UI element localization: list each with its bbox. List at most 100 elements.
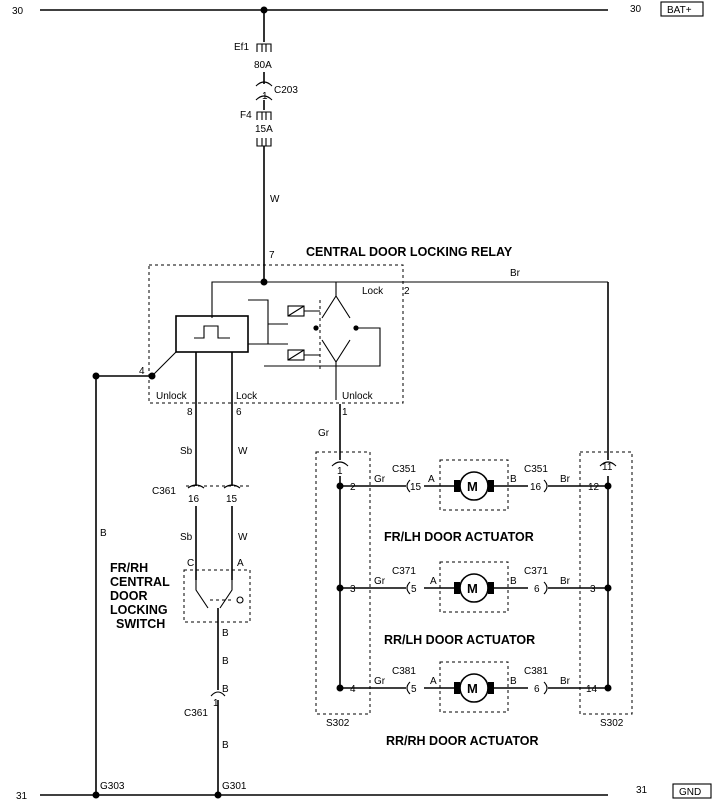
b-wire-switch-label: B [222,656,229,667]
act1-conn-right-label: C351 [524,464,548,475]
relay-lock-label-lower: Lock [236,391,258,402]
relay-lock-label-upper: Lock [362,286,384,297]
switch-label-line5: SWITCH [116,617,165,631]
f4-fuse-symbol-lower [256,138,272,147]
actuator-rr-lh: Gr C371 5 A M B C371 6 Br RR/LH DOOR ACT… [340,561,608,647]
c361-upper-label: C361 [152,486,176,497]
f4-fuse-symbol [256,111,272,120]
relay-pin-2: 2 [404,286,410,297]
relay-unlock-label-right: Unlock [342,391,374,402]
act1-pin-right: 16 [530,482,542,493]
s302-right-boundary [579,451,633,715]
c203-label: C203 [274,85,298,96]
relay-contact-diamond [321,295,351,363]
f4-amp-label: 15A [255,124,273,135]
relay-pin-7: 7 [269,250,275,261]
rail-31-left-label: 31 [16,791,28,802]
act1-pin-b: B [510,474,517,485]
act3-motor-brush-left [454,682,460,694]
switch-open-contact [236,596,244,604]
switch-pin-c: C [187,558,194,569]
ground-rail: 31 31 GND G303 G301 [16,781,712,802]
central-door-locking-switch: FR/RH CENTRAL DOOR LOCKING SWITCH C A B … [110,558,251,795]
s302-left-splice: Gr 1 2 3 4 S302 [315,404,371,729]
switch-harness: Sb W C361 16 15 Sb W B [92,352,252,795]
b-wire-mid-label: B [222,684,229,695]
act3-conn-right [543,681,548,695]
relay-coil-lower-slash [287,349,305,361]
br-top-wire-label: Br [510,268,521,279]
act1-br-label: Br [560,474,571,485]
act2-motor-icon [459,573,489,603]
ef1-amp-label: 80A [254,60,272,71]
rail-31-right-label: 31 [636,785,648,796]
w-wire-label-2: W [238,532,248,543]
act3-motor-label: M [467,681,478,696]
s302-right-pin-11: 11 [602,462,613,473]
bat-plus-tag: BAT+ [667,5,692,16]
ef1-label: Ef1 [234,42,249,53]
relay-coil-leads [268,310,320,356]
s302-left-pin-3: 3 [350,584,356,595]
act3-conn-left [406,681,411,695]
act1-pin-left: 15 [410,482,422,493]
s302-right-pin-12: 12 [588,482,600,493]
act2-pin-b: B [510,576,517,587]
act3-conn-right-label: C381 [524,666,548,677]
act2-conn-right-label: C371 [524,566,548,577]
act2-pin-right: 6 [534,584,540,595]
s302-left-pin1-connector [331,461,349,467]
relay-pin-4: 4 [139,366,145,377]
s302-left-boundary [315,451,371,715]
c203-connector-upper [255,81,273,87]
act1-pin-a: A [428,474,435,485]
act1-conn-left-label: C351 [392,464,416,475]
battery-rail: 30 30 BAT+ [12,1,704,17]
act1-conn-right [543,479,548,493]
relay-contact-node-left [313,325,319,331]
ef1-fuse-symbol [256,43,272,52]
w-wire-label-1: W [238,446,248,457]
s302-right-splice: 11 12 3 14 S302 [579,282,633,729]
act2-pin-a: A [430,576,437,587]
act2-motor-label: M [467,581,478,596]
b-wire-left-label: B [100,528,107,539]
s302-left-pin-1: 1 [337,466,343,477]
c361-upper-connector [187,484,241,489]
fuse-chain: Ef1 80A 1 C203 F4 15A W [234,10,298,282]
actuator-rr-rh: Gr C381 5 A M B C381 6 Br RR/RH DOOR ACT… [340,661,608,748]
sb-wire-label-1: Sb [180,446,193,457]
rail-30-left-label: 30 [12,6,24,17]
c361-lower-label: C361 [184,708,208,719]
act2-motor-brush-right [488,582,494,594]
switch-label-line1: FR/RH [110,561,148,575]
relay-unlock-label-left: Unlock [156,391,188,402]
act2-conn-right [543,581,548,595]
act3-pin-b: B [510,676,517,687]
act1-motor-brush-right [488,480,494,492]
act1-gr-label: Gr [374,474,386,485]
g303-label: G303 [100,781,125,792]
relay-pin-8: 8 [187,407,193,418]
b-wire-ground-label: B [222,740,229,751]
relay-coil-upper-slash [287,305,305,317]
act1-motor-label: M [467,479,478,494]
c361-pin-16: 16 [188,494,200,505]
switch-label-line2: CENTRAL [110,575,170,589]
relay-title: CENTRAL DOOR LOCKING RELAY [306,245,513,259]
switch-boundary [183,569,251,623]
s302-right-pin-14: 14 [586,684,598,695]
act2-title: RR/LH DOOR ACTUATOR [384,633,535,647]
act3-conn-left-label: C381 [392,666,416,677]
act3-motor-brush-right [488,682,494,694]
timer-pulse-icon [194,325,230,339]
relay-feed-wire-color: W [270,194,280,205]
act3-pin-right: 6 [534,684,540,695]
relay-pin-1: 1 [342,407,348,418]
act2-motor-brush-left [454,582,460,594]
c361-pin-15: 15 [226,494,238,505]
g301-label: G301 [222,781,247,792]
gnd-tag-box [672,783,712,799]
act2-conn-left-label: C371 [392,566,416,577]
relay-boundary [148,264,404,404]
